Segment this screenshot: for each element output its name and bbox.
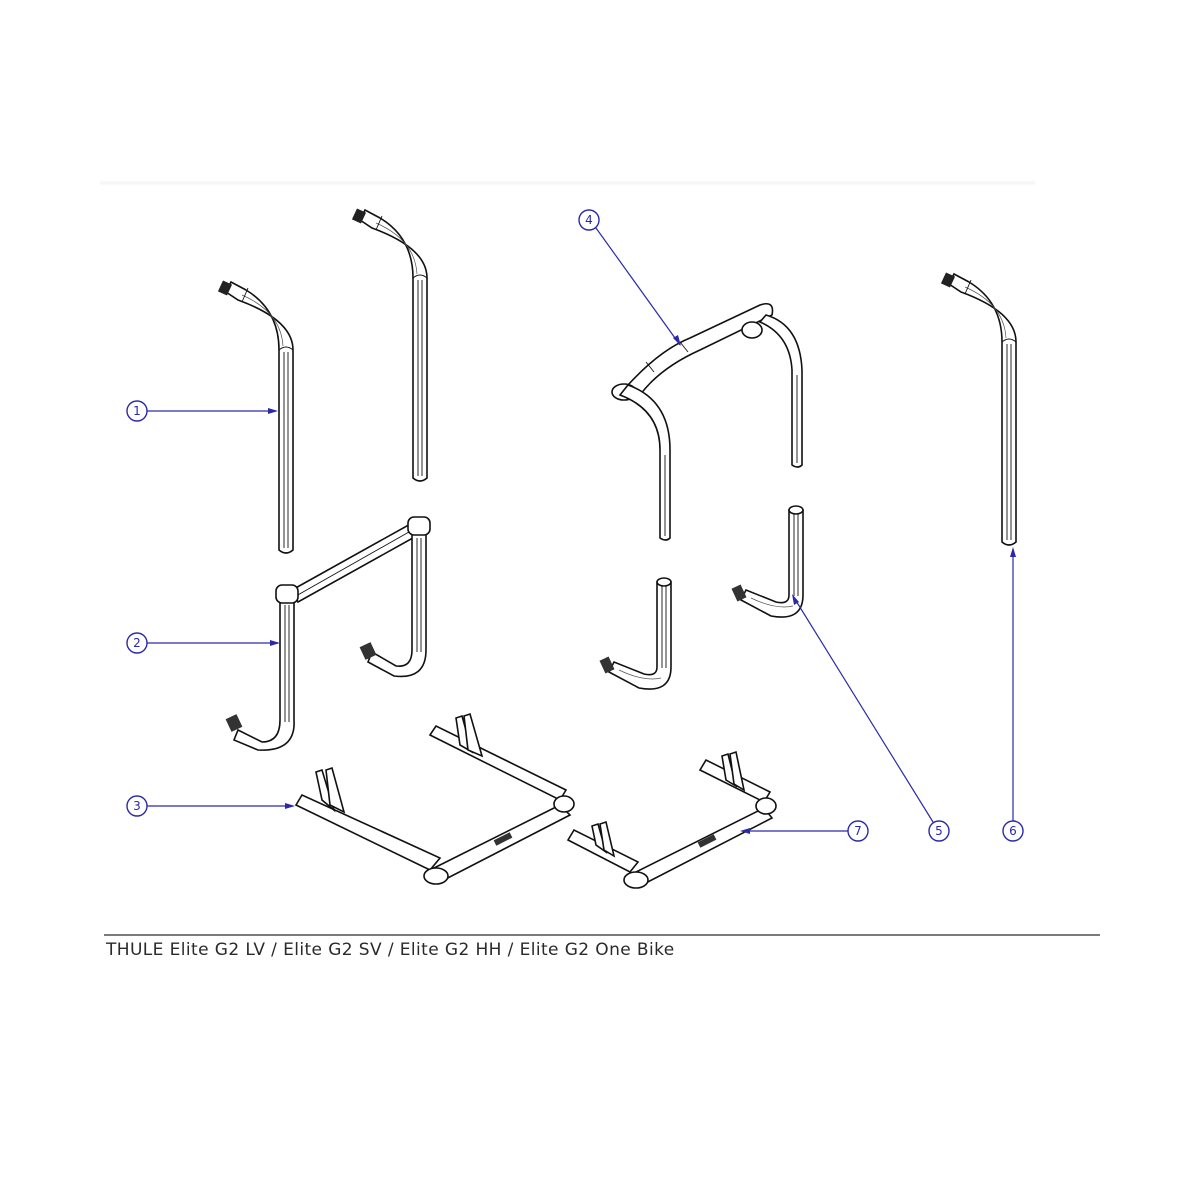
part-5-j-tube-pair — [598, 577, 672, 690]
part-1-left-side-tube — [217, 279, 294, 554]
part-6-right-side-tube — [940, 271, 1017, 546]
caption-divider — [104, 934, 1100, 936]
callout-5: 5 — [792, 594, 950, 842]
callout-3: 3 — [126, 795, 295, 817]
callout-2-label: 2 — [133, 636, 141, 650]
callout-4: 4 — [578, 209, 681, 346]
callout-7: 7 — [740, 820, 869, 842]
part-1-side-tube-pair — [351, 207, 428, 482]
part-5-j-tube — [730, 505, 804, 618]
callout-4-label: 4 — [585, 213, 593, 227]
callout-3-label: 3 — [133, 799, 141, 813]
part-2-lower-frame — [225, 516, 431, 751]
part-3-rear-axle-frame — [294, 712, 575, 885]
header-band — [100, 180, 1035, 186]
part-4-handlebar-frame — [611, 302, 803, 541]
callout-6-label: 6 — [1009, 824, 1017, 838]
callout-1-label: 1 — [133, 404, 141, 418]
callout-1: 1 — [126, 400, 278, 422]
drawing-title: THULE Elite G2 LV / Elite G2 SV / Elite … — [106, 940, 675, 960]
part-7-rear-axle-frame-narrow — [566, 750, 777, 889]
callout-5-label: 5 — [935, 824, 943, 838]
callout-6: 6 — [1002, 547, 1024, 842]
callout-7-label: 7 — [854, 824, 862, 838]
callout-2: 2 — [126, 632, 280, 654]
